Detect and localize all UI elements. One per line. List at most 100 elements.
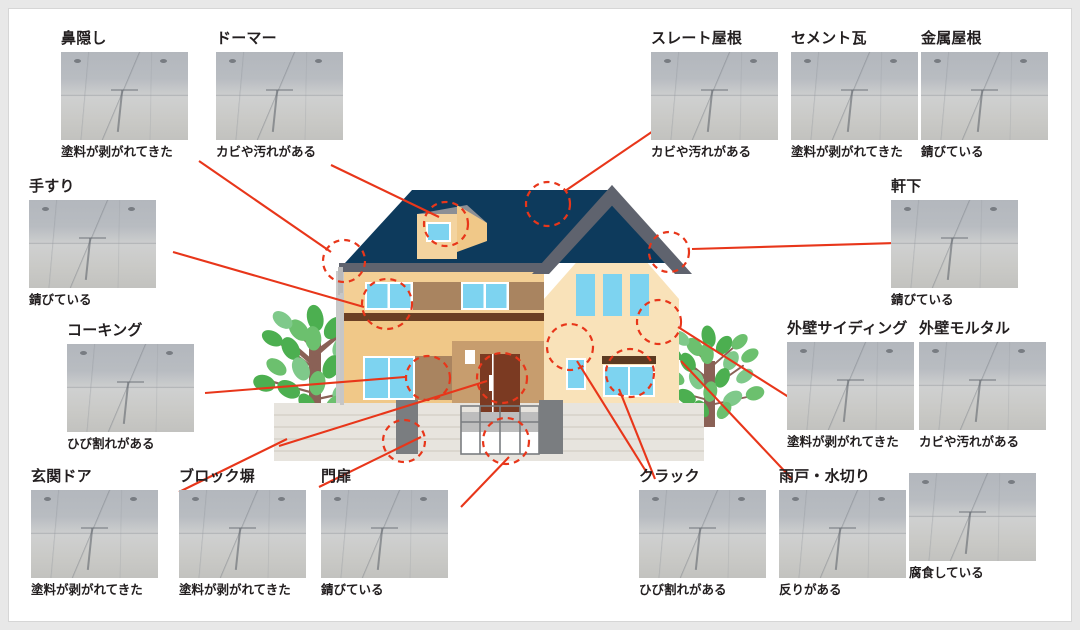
connector-lines bbox=[172, 126, 896, 508]
crack-line-horizontal bbox=[265, 89, 294, 92]
crack-line-horizontal bbox=[958, 510, 987, 513]
defect-markers bbox=[321, 180, 691, 466]
roof bbox=[338, 185, 692, 405]
sample-card-title: ドーマー bbox=[216, 30, 277, 47]
sample-photo-corrosion[interactable] bbox=[909, 473, 1036, 561]
line-block-wall bbox=[318, 436, 422, 488]
sample-card-title: 金属屋根 bbox=[921, 30, 982, 47]
marker-mortar bbox=[545, 322, 595, 372]
diagram-page: 鼻隠し塗料が剥がれてきたドーマーカビや汚れがあるスレート屋根カビや汚れがあるセメ… bbox=[8, 8, 1072, 622]
line-gate bbox=[460, 456, 510, 508]
sample-photo-gate[interactable] bbox=[321, 489, 448, 578]
marker-metal-roof bbox=[647, 230, 691, 274]
sample-photo-mortar[interactable] bbox=[919, 341, 1046, 430]
sample-photo-shutter[interactable] bbox=[779, 489, 906, 578]
sample-card-caption: 塗料が剥がれてきた bbox=[61, 144, 173, 159]
line-entrance-door bbox=[178, 438, 288, 493]
sample-card-title: 軒下 bbox=[891, 178, 922, 195]
house-illustration bbox=[172, 126, 896, 508]
sample-card-siding: 外壁サイディング塗料が剥がれてきた bbox=[787, 320, 914, 449]
sample-photo-handrail[interactable] bbox=[29, 199, 156, 288]
marker-slate-roof bbox=[524, 180, 572, 228]
crack-line bbox=[117, 90, 124, 133]
line-caulking bbox=[204, 375, 406, 395]
crack-line bbox=[975, 380, 982, 423]
sample-card-caption: カビや汚れがある bbox=[919, 434, 1020, 449]
marker-window-2f bbox=[360, 277, 414, 331]
marker-shutter bbox=[604, 347, 656, 399]
crack-line-horizontal bbox=[110, 89, 139, 92]
sample-photo-dormer[interactable] bbox=[216, 51, 343, 140]
crack-line-horizontal bbox=[940, 237, 969, 240]
sample-photo-hanakakushi[interactable] bbox=[61, 51, 188, 140]
crack-line-horizontal bbox=[80, 527, 109, 530]
sample-card-title: 外壁モルタル bbox=[919, 320, 1011, 337]
crack-line bbox=[707, 90, 714, 133]
sample-card-caption: 塗料が剥がれてきた bbox=[179, 582, 291, 597]
sample-card-gate: 門扉錆びている bbox=[321, 468, 448, 597]
tree-right bbox=[653, 323, 768, 427]
sample-card-caption: ひび割れがある bbox=[639, 582, 727, 597]
marker-block-wall bbox=[381, 418, 427, 464]
crack-line bbox=[87, 528, 94, 571]
crack-line bbox=[843, 380, 850, 423]
crack-line-horizontal bbox=[968, 379, 997, 382]
crack-line-horizontal bbox=[840, 89, 869, 92]
line-handrail bbox=[172, 250, 365, 309]
sample-card-slate-roof: スレート屋根カビや汚れがある bbox=[651, 30, 778, 159]
sample-photo-entrance-door[interactable] bbox=[31, 489, 158, 578]
marker-gate bbox=[481, 416, 531, 466]
sample-card-cement-tile: セメント瓦塗料が剥がれてきた bbox=[791, 30, 918, 159]
sample-photo-metal-roof[interactable] bbox=[921, 51, 1048, 140]
line-siding bbox=[677, 326, 796, 402]
sample-card-caption: 錆びている bbox=[321, 582, 384, 597]
sample-card-title: スレート屋根 bbox=[651, 30, 743, 47]
crack-line-horizontal bbox=[116, 381, 145, 384]
crack-line-horizontal bbox=[78, 237, 107, 240]
crack-line bbox=[835, 528, 842, 571]
marker-hanakakushi bbox=[321, 238, 367, 284]
sample-photo-siding[interactable] bbox=[787, 341, 914, 430]
crack-line bbox=[965, 511, 972, 554]
sample-card-caption: 錆びている bbox=[921, 144, 984, 159]
marker-dormer bbox=[422, 200, 470, 248]
line-mortar-shutter bbox=[680, 360, 793, 480]
sample-photo-crack[interactable] bbox=[639, 489, 766, 578]
line-slate-roof bbox=[564, 126, 660, 192]
sample-card-caption: 腐食している bbox=[909, 566, 984, 580]
line-shutter-2 bbox=[618, 388, 656, 480]
sample-card-title: 鼻隠し bbox=[61, 30, 107, 47]
crack-line bbox=[123, 382, 130, 425]
sample-photo-cement-tile[interactable] bbox=[791, 51, 918, 140]
sample-card-title: 玄関ドア bbox=[31, 468, 92, 485]
sample-photo-block-wall[interactable] bbox=[179, 489, 306, 578]
sample-photo-caulking[interactable] bbox=[67, 343, 194, 432]
sample-card-handrail: 手すり錆びている bbox=[29, 178, 156, 307]
sample-photo-slate-roof[interactable] bbox=[651, 51, 778, 140]
crack-line bbox=[847, 90, 854, 133]
crack-line bbox=[85, 238, 92, 281]
crack-line-horizontal bbox=[828, 527, 857, 530]
crack-line-horizontal bbox=[370, 527, 399, 530]
sample-card-caption: 錆びている bbox=[891, 292, 954, 307]
crack-line-horizontal bbox=[228, 527, 257, 530]
sample-card-title: クラック bbox=[639, 468, 700, 485]
sample-card-caption: 塗料が剥がれてきた bbox=[791, 144, 903, 159]
sample-card-title: ブロック塀 bbox=[179, 468, 256, 485]
sample-card-mortar: 外壁モルタルカビや汚れがある bbox=[919, 320, 1046, 449]
sample-card-hanakakushi: 鼻隠し塗料が剥がれてきた bbox=[61, 30, 188, 159]
sample-card-title: セメント瓦 bbox=[791, 30, 867, 47]
sample-card-title: 外壁サイディング bbox=[787, 320, 908, 337]
sample-card-caption: カビや汚れがある bbox=[651, 144, 752, 159]
sample-card-caulking: コーキングひび割れがある bbox=[67, 322, 194, 451]
sample-card-entrance-door: 玄関ドア塗料が剥がれてきた bbox=[31, 468, 158, 597]
crack-line-horizontal bbox=[688, 527, 717, 530]
sample-card-block-wall: ブロック塀塗料が剥がれてきた bbox=[179, 468, 306, 597]
crack-line-horizontal bbox=[970, 89, 999, 92]
crack-line bbox=[377, 528, 384, 571]
sample-photo-eaves[interactable] bbox=[891, 199, 1018, 288]
line-crack bbox=[576, 360, 648, 474]
crack-line bbox=[235, 528, 242, 571]
sample-card-caption: カビや汚れがある bbox=[216, 144, 317, 159]
gate-post-right bbox=[539, 400, 563, 454]
